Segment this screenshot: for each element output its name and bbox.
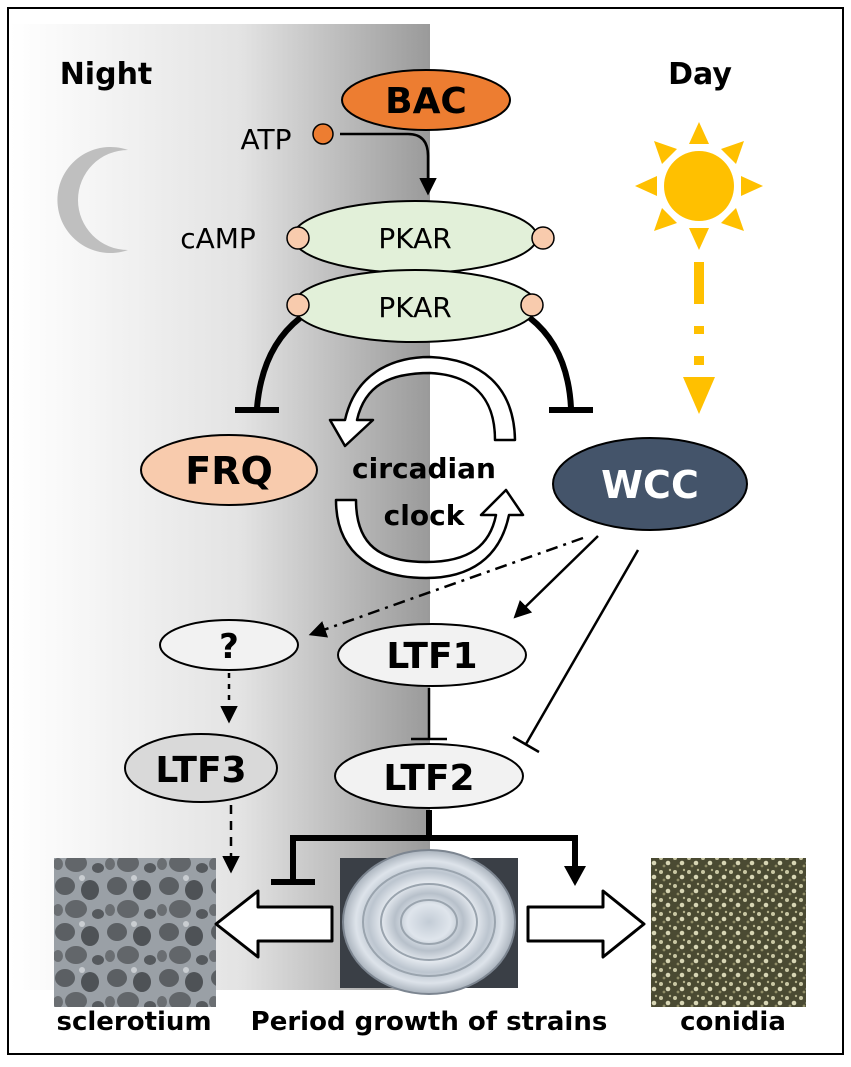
- day-label: Day: [668, 57, 732, 92]
- pkar-top-label: PKAR: [378, 222, 451, 255]
- wcc-label: WCC: [601, 463, 699, 507]
- unknown-label: ?: [219, 627, 239, 667]
- camp-molecule: [531, 226, 555, 250]
- pkar-bottom-label: PKAR: [378, 291, 451, 324]
- circadian-loop-arrows: [328, 355, 525, 580]
- clock-label-line2: clock: [384, 499, 466, 532]
- atp-to-pkar-arrow: [340, 132, 437, 196]
- night-label: Night: [60, 57, 153, 92]
- frq-label: FRQ: [185, 449, 273, 493]
- unknown-node: [159, 619, 299, 671]
- camp-label: cAMP: [180, 222, 256, 255]
- sunlight-arrow: [683, 262, 715, 414]
- wcc-inhibits-ltf2-line: [524, 549, 640, 745]
- ltf3-node: [124, 733, 278, 803]
- ltf1-node: [337, 623, 527, 687]
- camp-molecule: [286, 226, 310, 250]
- ltf2-to-conidia-line: [429, 835, 578, 872]
- wcc-to-ltf1-arrow: [513, 535, 599, 619]
- camp-molecule: [286, 293, 310, 317]
- plate-image: [340, 849, 518, 995]
- conidia-image: [651, 858, 806, 1007]
- bac-node: [341, 69, 511, 131]
- pkar-inhibits-wcc-line: [528, 315, 574, 409]
- wcc-inhibits-ltf2-bar: [512, 735, 540, 754]
- to-sclerotium-arrow: [214, 889, 334, 959]
- wcc-node: [552, 437, 748, 531]
- pkar-inhibits-frq-line: [254, 315, 302, 409]
- conidia-label: conidia: [680, 1007, 786, 1037]
- wcc-to-unknown-arrow: [308, 536, 584, 638]
- sun-icon: [635, 122, 763, 250]
- ltf2-label: LTF2: [383, 758, 474, 799]
- bac-label: BAC: [385, 81, 467, 122]
- ltf2-node: [334, 743, 524, 809]
- period-growth-label: Period growth of strains: [251, 1007, 608, 1037]
- frq-node: [140, 434, 318, 506]
- ltf3-label: LTF3: [155, 750, 246, 791]
- atp-molecule: [312, 123, 334, 145]
- crescent-moon-icon: [57, 147, 128, 253]
- atp-label: ATP: [241, 123, 292, 156]
- ltf2-inhibits-sclerotium-line: [290, 810, 432, 880]
- to-conidia-arrow: [526, 889, 646, 959]
- ltf1-label: LTF1: [386, 636, 477, 677]
- sclerotium-image: [54, 858, 216, 1007]
- camp-molecule: [520, 293, 544, 317]
- sclerotium-label: sclerotium: [56, 1007, 211, 1037]
- clock-label-line1: circadian: [352, 452, 496, 485]
- ltf2-to-conidia-arrowhead: [564, 866, 586, 886]
